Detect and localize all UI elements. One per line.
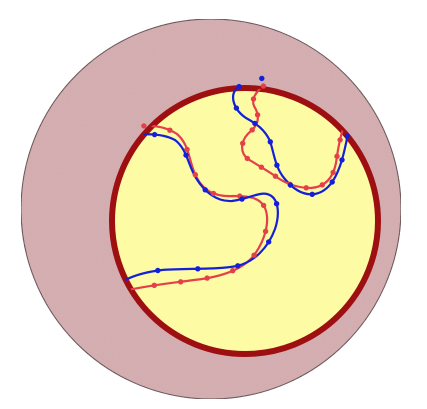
red-curve-left-marker: [193, 172, 198, 177]
blue-curve-left-marker: [274, 201, 279, 206]
red-curve-left-marker: [211, 191, 216, 196]
blue-curve-right-marker: [259, 76, 264, 81]
red-curve-right-marker: [250, 127, 255, 132]
blue-curve-right-marker: [234, 105, 239, 110]
red-curve-left-marker: [204, 275, 209, 280]
red-curve-left-marker: [152, 283, 157, 288]
blue-curve-right-marker: [268, 139, 273, 144]
blue-curve-right-marker: [339, 157, 344, 162]
red-curve-right-marker: [255, 112, 260, 117]
blue-curve-left-marker: [155, 268, 160, 273]
red-curve-right-marker: [240, 141, 245, 146]
blue-curve-right-marker: [310, 192, 315, 197]
red-curve-right-marker: [245, 156, 250, 161]
blue-curve-right-marker: [274, 163, 279, 168]
red-curve-left-marker: [263, 229, 268, 234]
red-curve-left-marker: [261, 203, 266, 208]
red-curve-left-marker: [167, 128, 172, 133]
red-curve-right-marker: [320, 182, 325, 187]
blue-curve-right-marker: [252, 121, 257, 126]
blue-curve-left-marker: [239, 196, 244, 201]
blue-curve-left-marker: [183, 152, 188, 157]
red-curve-right-marker: [261, 83, 266, 88]
red-curve-left-marker: [251, 253, 256, 258]
red-curve-right-marker: [251, 96, 256, 101]
blue-curve-left-marker: [152, 132, 157, 137]
blue-curve-right-marker: [330, 179, 335, 184]
red-curve-right-marker: [273, 174, 278, 179]
blue-curve-right-marker: [288, 182, 293, 187]
red-curve-right-marker: [334, 154, 339, 159]
blue-curve-left-marker: [195, 266, 200, 271]
red-curve-right-marker: [259, 165, 264, 170]
red-curve-left-marker: [230, 268, 235, 273]
red-curve-left-marker: [178, 279, 183, 284]
red-curve-left-marker: [141, 123, 146, 128]
blue-curve-left-marker: [235, 263, 240, 268]
blue-curve-left-marker: [266, 239, 271, 244]
inner-disk: [112, 88, 378, 354]
blue-curve-left-marker: [203, 187, 208, 192]
red-curve-right-marker: [304, 185, 309, 190]
blue-curve-right-marker: [236, 84, 241, 89]
red-curve-right-marker: [330, 170, 335, 175]
red-curve-right-marker: [337, 137, 342, 142]
red-curve-left-marker: [184, 147, 189, 152]
blue-curve-right-marker: [345, 133, 350, 138]
